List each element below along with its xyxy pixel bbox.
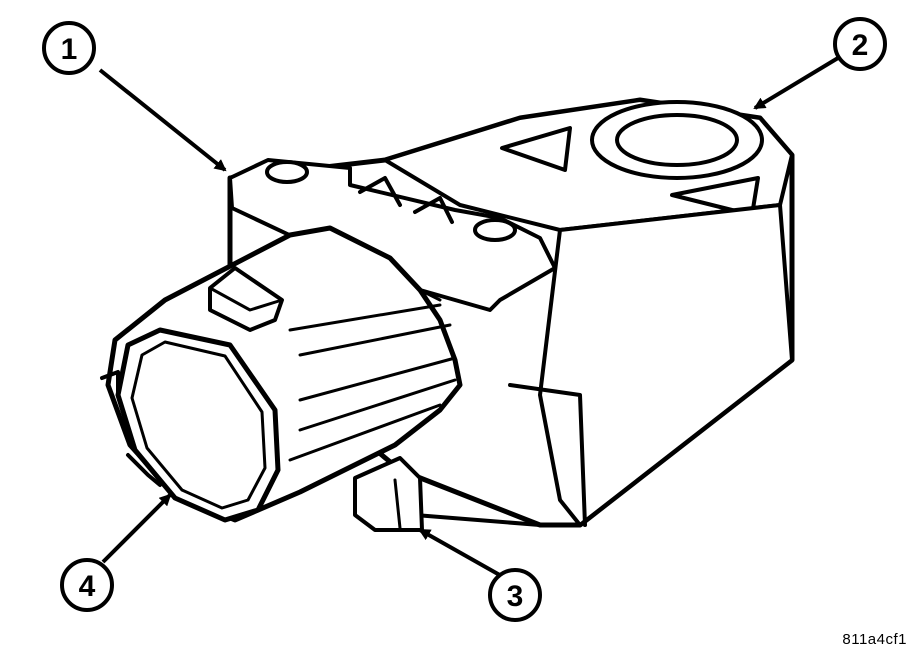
leader-arrows <box>98 56 840 580</box>
figure-code: 811a4cf1 <box>842 631 907 648</box>
leader-arrow-4 <box>101 493 172 564</box>
triangle-mark-right <box>670 176 760 217</box>
sensor-body <box>100 97 795 532</box>
callout-1: 1 <box>42 21 96 75</box>
callout-1-number: 1 <box>61 33 78 66</box>
callout-2-number: 2 <box>852 29 869 62</box>
callout-2: 2 <box>833 17 887 71</box>
leader-arrow-1 <box>98 68 227 172</box>
callout-3-number: 3 <box>507 580 524 613</box>
callout-4: 4 <box>60 558 114 612</box>
leader-arrow-2 <box>753 56 840 110</box>
terminal-tab <box>353 456 424 532</box>
connector-latch <box>208 266 284 332</box>
callout-4-number: 4 <box>79 570 96 603</box>
leader-arrow-3 <box>418 528 506 580</box>
callout-3: 3 <box>488 568 542 622</box>
triangle-mark-left <box>500 126 572 172</box>
